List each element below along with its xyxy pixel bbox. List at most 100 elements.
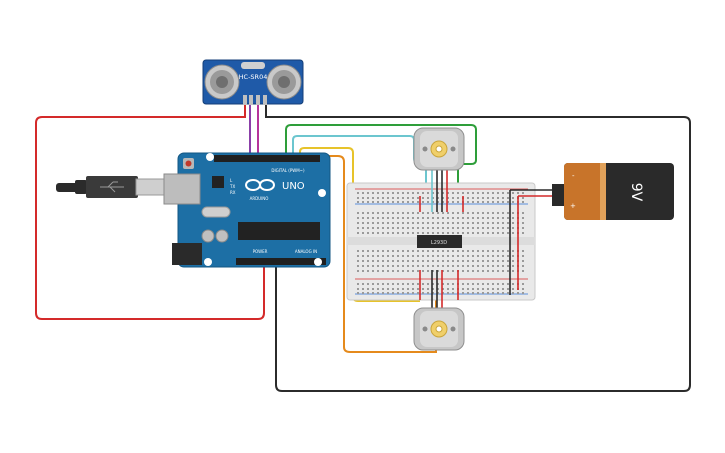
breadboard-hole (512, 283, 514, 285)
breadboard-hole (407, 250, 409, 252)
breadboard-hole (417, 260, 419, 262)
breadboard-hole (407, 212, 409, 214)
breadboard-hole (427, 250, 429, 252)
wire-vcc-red[interactable] (35, 105, 265, 320)
breadboard-hole (407, 288, 409, 290)
breadboard-hole (492, 222, 494, 224)
breadboard-hole (392, 227, 394, 229)
breadboard-hole (422, 222, 424, 224)
breadboard-hole (522, 292, 524, 294)
breadboard-hole (402, 197, 404, 199)
breadboard-hole (427, 222, 429, 224)
breadboard-hole (392, 265, 394, 267)
breadboard-hole (507, 292, 509, 294)
breadboard-hole (387, 217, 389, 219)
breadboard-hole (362, 197, 364, 199)
breadboard-hole (512, 192, 514, 194)
breadboard-hole (407, 270, 409, 272)
breadboard-hole (412, 255, 414, 257)
breadboard-hole (397, 192, 399, 194)
breadboard-hole (452, 250, 454, 252)
breadboard-hole (452, 197, 454, 199)
breadboard-hole (367, 232, 369, 234)
driver-chip[interactable]: L293D (417, 235, 462, 248)
breadboard-hole (372, 192, 374, 194)
breadboard-hole (412, 227, 414, 229)
breadboard-hole (392, 212, 394, 214)
breadboard-hole (397, 232, 399, 234)
breadboard-hole (402, 250, 404, 252)
breadboard-hole (477, 283, 479, 285)
breadboard-hole (482, 265, 484, 267)
breadboard-hole (382, 232, 384, 234)
breadboard-hole (397, 222, 399, 224)
motor-top[interactable] (413, 127, 465, 171)
breadboard-hole (412, 288, 414, 290)
breadboard-hole (482, 222, 484, 224)
breadboard-hole (512, 292, 514, 294)
breadboard-hole (467, 270, 469, 272)
breadboard-hole (472, 255, 474, 257)
breadboard-hole (487, 270, 489, 272)
breadboard-hole (457, 227, 459, 229)
arduino-uno[interactable]: UNO ARDUINO DIGITAL (PWM~) POWER ANALOG … (163, 152, 331, 268)
battery-9v[interactable]: 9V - + (510, 163, 674, 220)
breadboard-hole (442, 288, 444, 290)
breadboard-hole (427, 212, 429, 214)
breadboard-hole (497, 260, 499, 262)
sensor-pins (243, 95, 267, 105)
breadboard-hole (377, 222, 379, 224)
breadboard-hole (472, 217, 474, 219)
breadboard-hole (482, 250, 484, 252)
breadboard-hole (382, 283, 384, 285)
breadboard-hole (502, 255, 504, 257)
breadboard-hole (477, 212, 479, 214)
sensor-label: HC-SR04 (239, 73, 268, 81)
breadboard-hole (367, 197, 369, 199)
motor-bottom[interactable] (413, 307, 465, 351)
breadboard-hole (412, 265, 414, 267)
breadboard-hole (522, 227, 524, 229)
breadboard-hole (497, 255, 499, 257)
breadboard-hole (502, 201, 504, 203)
breadboard-hole (377, 250, 379, 252)
breadboard-hole (467, 283, 469, 285)
breadboard-hole (427, 260, 429, 262)
breadboard-hole (377, 283, 379, 285)
breadboard-hole (382, 288, 384, 290)
wire-green[interactable] (285, 124, 477, 212)
breadboard-hole (442, 283, 444, 285)
breadboard-hole (362, 232, 364, 234)
breadboard-hole (397, 212, 399, 214)
wire-gnd-black[interactable] (265, 105, 691, 392)
wire-orange[interactable] (307, 155, 437, 353)
breadboard-hole (507, 197, 509, 199)
usb-cable[interactable] (56, 176, 165, 198)
breadboard-hole (492, 270, 494, 272)
breadboard-hole (417, 292, 419, 294)
breadboard-hole (457, 197, 459, 199)
breadboard-hole (397, 260, 399, 262)
breadboard-hole (482, 283, 484, 285)
breadboard-hole (507, 288, 509, 290)
breadboard-hole (522, 265, 524, 267)
breadboard-hole (367, 192, 369, 194)
breadboard-hole (392, 255, 394, 257)
breadboard-hole (367, 201, 369, 203)
breadboard-hole (512, 265, 514, 267)
breadboard-hole (382, 270, 384, 272)
ultrasonic-sensor[interactable]: HC-SR04 (202, 59, 304, 105)
breadboard-hole (387, 192, 389, 194)
breadboard-hole (447, 288, 449, 290)
breadboard-hole (417, 250, 419, 252)
breadboard-hole (477, 270, 479, 272)
breadboard-hole (492, 201, 494, 203)
breadboard-hole (382, 265, 384, 267)
breadboard-hole (402, 227, 404, 229)
breadboard-hole (477, 217, 479, 219)
breadboard-hole (377, 232, 379, 234)
breadboard-hole (522, 222, 524, 224)
breadboard-hole (432, 255, 434, 257)
breadboard-hole (417, 255, 419, 257)
breadboard-hole (442, 227, 444, 229)
